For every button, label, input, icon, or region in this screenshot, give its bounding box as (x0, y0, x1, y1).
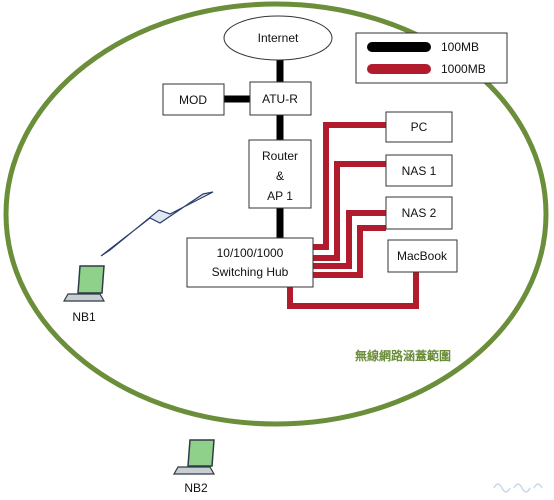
nb2-label: NB2 (184, 481, 208, 495)
cable-hub-nas2 (313, 210, 386, 269)
hub-label-line1: 10/100/1000 (217, 246, 284, 260)
watermark (493, 483, 543, 493)
cable-hub-nas2-b (313, 225, 386, 278)
pc-label: PC (411, 120, 428, 134)
cables-100mb (224, 60, 284, 238)
router-label-line1: Router (262, 149, 298, 163)
laptop-nb1: NB1 (62, 265, 106, 324)
nas1-label: NAS 1 (402, 164, 437, 178)
hub-node: 10/100/1000 Switching Hub (186, 237, 314, 288)
laptop-icon (62, 265, 106, 302)
mod-label: MOD (179, 93, 207, 107)
cable-hub-macbook (287, 272, 419, 309)
internet-label: Internet (258, 31, 299, 45)
cables-1000mb (287, 122, 419, 309)
legend-label-100mb: 100MB (441, 40, 479, 54)
mod-node: MOD (162, 83, 225, 116)
nas1-node: NAS 1 (385, 154, 453, 187)
atu-node: ATU-R (249, 81, 312, 116)
nas2-node: NAS 2 (385, 196, 453, 230)
macbook-node: MacBook (387, 239, 458, 273)
internet-node: Internet (223, 15, 333, 61)
hub-label-line2: Switching Hub (212, 265, 289, 279)
wireless-signal-icon (100, 191, 214, 257)
nb1-label: NB1 (72, 310, 96, 324)
macbook-label: MacBook (397, 249, 448, 263)
wireless-coverage-area (3, 1, 549, 427)
router-node: Router & AP 1 (248, 139, 312, 209)
router-label-line2: & (276, 169, 284, 183)
pc-node: PC (385, 111, 453, 143)
laptop-icon (172, 439, 216, 475)
laptop-nb2: NB2 (172, 439, 216, 495)
coverage-label: 無線網路涵蓋範圍 (355, 348, 451, 363)
nas2-label: NAS 2 (402, 206, 437, 220)
atu-label: ATU-R (262, 92, 298, 106)
cable-hub-pc (313, 122, 386, 250)
cable-hub-nas1 (313, 161, 386, 261)
legend: 100MB 1000MB (355, 32, 508, 84)
router-label-line3: AP 1 (267, 189, 293, 203)
legend-label-1000mb: 1000MB (441, 62, 486, 76)
